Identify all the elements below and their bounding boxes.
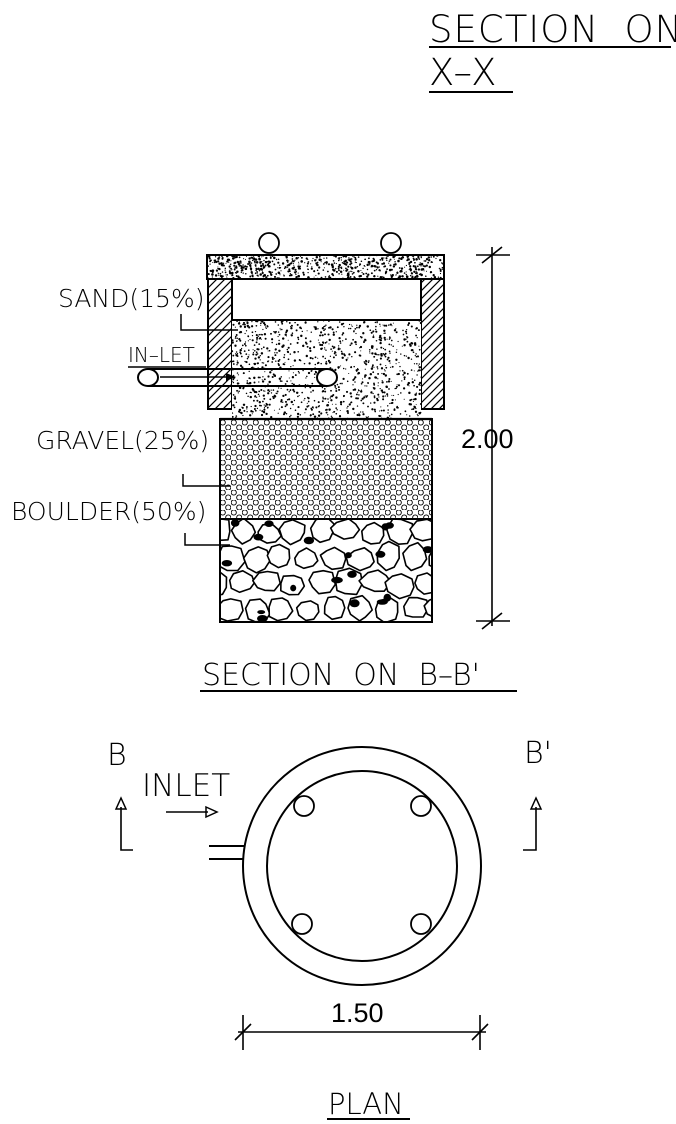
- left-wall: [207, 278, 233, 410]
- plan-outer-ring: [242, 746, 482, 986]
- height-dimension-line: [476, 246, 510, 630]
- boulder-label: BOULDER(50%): [11, 497, 206, 526]
- plan-manhole-top-left: [293, 795, 315, 817]
- plan-inlet-arrowhead: [205, 805, 219, 819]
- boulder-layer: [219, 518, 433, 623]
- section-bb-drawing: SAND(15%) IN–LET GRAVEL(25%) BOULDER(50%…: [11, 232, 514, 630]
- height-dimension-label: 2.00: [461, 424, 514, 454]
- top-heading: SECTION ON X–X: [429, 8, 676, 94]
- sand-leader: [180, 314, 238, 331]
- boulder-leader: [184, 533, 230, 546]
- section-bb-title: SECTION ON B–B': [202, 658, 480, 693]
- diameter-dimension-label: 1.50: [331, 998, 384, 1028]
- gravel-leader: [182, 474, 230, 487]
- right-wall: [420, 278, 445, 410]
- diameter-dimension-line: [234, 1015, 489, 1050]
- section-arrow-right: [523, 807, 537, 851]
- plan-manhole-bottom-right: [410, 913, 432, 935]
- manhole-marker-left: [258, 232, 280, 254]
- plan-drawing: INLET B B' 1.50: [107, 736, 552, 1050]
- section-mark-right: B': [524, 736, 552, 771]
- manhole-marker-right: [380, 232, 402, 254]
- plan-inner-ring: [266, 770, 458, 962]
- section-mark-left: B: [107, 738, 127, 773]
- cover-slab: [206, 254, 445, 280]
- top-heading-line1: SECTION ON: [429, 8, 676, 51]
- plan-manhole-bottom-left: [291, 913, 313, 935]
- plan-inlet-label: INLET: [142, 768, 230, 804]
- inlet-pipe: [137, 368, 338, 387]
- plan-title: PLAN: [328, 1087, 404, 1121]
- gravel-label: GRAVEL(25%): [36, 426, 209, 455]
- leader-lines: [128, 314, 238, 546]
- section-arrow-left: [120, 807, 133, 851]
- gravel-layer: [219, 417, 433, 520]
- sand-label: SAND(15%): [58, 284, 204, 313]
- section-arrowhead-left: [114, 796, 128, 810]
- inlet-label: IN–LET: [128, 343, 195, 367]
- top-heading-line2: X–X: [429, 51, 498, 94]
- plan-manhole-top-right: [410, 795, 432, 817]
- section-arrowhead-right: [529, 796, 543, 810]
